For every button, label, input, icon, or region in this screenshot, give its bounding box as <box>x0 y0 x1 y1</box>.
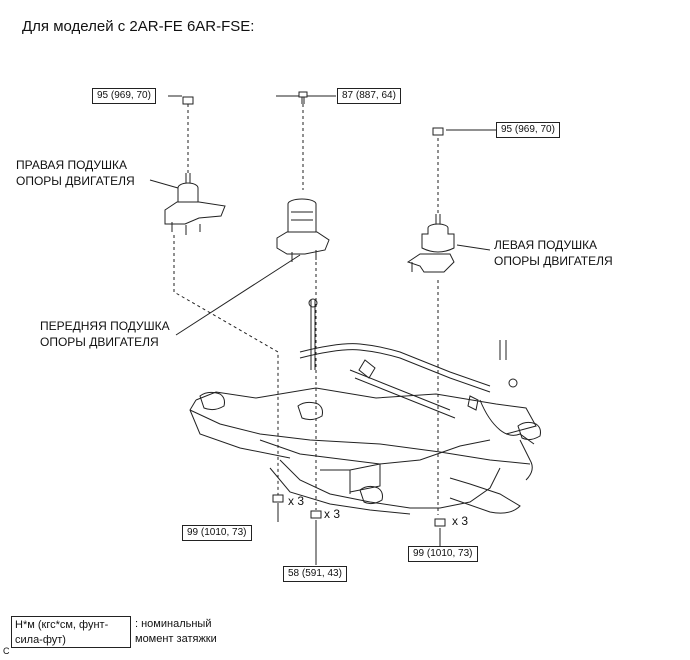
torque-value-subframe-center: 58 (591, 43) <box>283 566 347 582</box>
label-line: ЛЕВАЯ ПОДУШКА <box>494 238 598 252</box>
torque-value-right-mount-nut: 95 (969, 70) <box>92 88 156 104</box>
right-engine-mount-label: ПРАВАЯ ПОДУШКА ОПОРЫ ДВИГАТЕЛЯ <box>16 157 135 189</box>
legend-unit-line: сила-фут) <box>15 634 66 646</box>
label-line: ПРАВАЯ ПОДУШКА <box>16 158 128 172</box>
label-line: ОПОРЫ ДВИГАТЕЛЯ <box>40 335 159 349</box>
torque-value-subframe-right: 99 (1010, 73) <box>182 525 252 541</box>
left-engine-mount <box>406 214 455 273</box>
stabilizer-and-steering <box>299 298 535 445</box>
torque-legend-description: : номинальный момент затяжки <box>135 617 217 647</box>
legend-desc-line: момент затяжки <box>135 633 217 645</box>
front-subframe <box>189 387 541 515</box>
page-title: Для моделей с 2AR-FE 6AR-FSE: <box>22 18 255 35</box>
front-engine-mount-label: ПЕРЕДНЯЯ ПОДУШКА ОПОРЫ ДВИГАТЕЛЯ <box>40 318 170 350</box>
fastener-nuts <box>182 91 446 527</box>
front-engine-mount <box>276 198 330 262</box>
label-line: ПЕРЕДНЯЯ ПОДУШКА <box>40 319 170 333</box>
torque-unit-legend: Н*м (кгс*см, фунт- сила-фут) <box>11 616 131 648</box>
quantity-label: x 3 <box>288 494 305 508</box>
label-line: ОПОРЫ ДВИГАТЕЛЯ <box>16 174 135 188</box>
torque-value-front-mount-bolt: 87 (887, 64) <box>337 88 401 104</box>
assembly-guide-lines <box>173 104 439 515</box>
legend-unit-line: Н*м (кгс*см, фунт- <box>15 619 109 631</box>
torque-value-left-mount-nut: 95 (969, 70) <box>496 122 560 138</box>
right-engine-mount <box>164 173 226 235</box>
corner-code: C <box>3 646 10 656</box>
quantity-label: x 3 <box>324 507 341 521</box>
label-line: ОПОРЫ ДВИГАТЕЛЯ <box>494 254 613 268</box>
left-engine-mount-label: ЛЕВАЯ ПОДУШКА ОПОРЫ ДВИГАТЕЛЯ <box>494 237 613 269</box>
quantity-label: x 3 <box>452 514 469 528</box>
torque-value-subframe-left: 99 (1010, 73) <box>408 546 478 562</box>
legend-desc-line: : номинальный <box>135 618 212 630</box>
